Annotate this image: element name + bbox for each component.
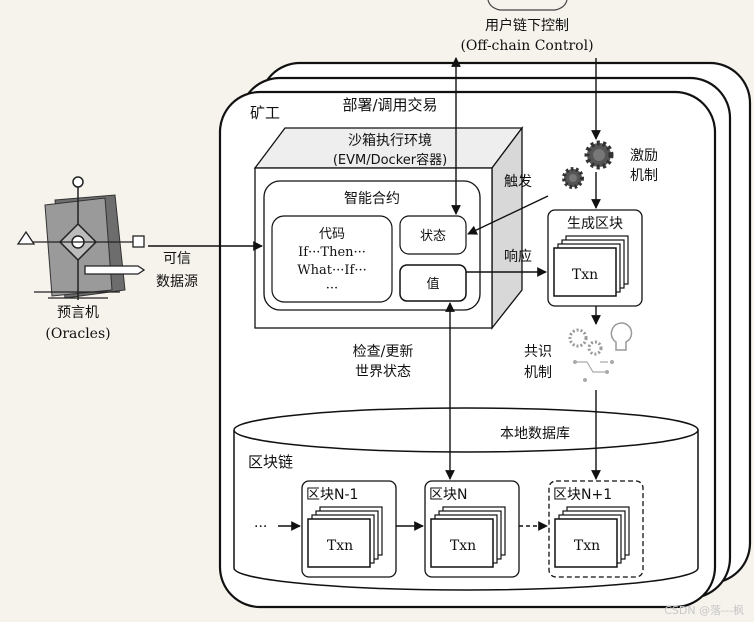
oracle-icon bbox=[16, 176, 146, 300]
block-n-minus-1-txn: Txn bbox=[327, 538, 353, 554]
block-n-plus-1-txn-stack bbox=[554, 506, 630, 568]
consensus-line-2: 机制 bbox=[524, 365, 552, 381]
watermark: CSDN @落---枫 bbox=[664, 603, 744, 617]
block-n-title: 区块N bbox=[429, 487, 467, 503]
smart-contract-title: 智能合约 bbox=[344, 191, 400, 207]
incentive-line-1: 激励 bbox=[630, 147, 658, 164]
blockchain-ellipsis: ··· bbox=[254, 519, 267, 535]
check-update-line-2: 世界状态 bbox=[355, 364, 411, 380]
code-line-3: ··· bbox=[326, 281, 338, 296]
block-n-minus-1-txn-stack bbox=[307, 506, 383, 568]
user-control-title: 用户链下控制 bbox=[485, 17, 569, 34]
user-icon bbox=[487, 0, 568, 11]
oracle-subtitle: (Oracles) bbox=[45, 326, 110, 342]
arrows bbox=[148, 57, 601, 531]
consensus-icon bbox=[568, 322, 633, 382]
state-box bbox=[399, 215, 467, 255]
block-n-txn: Txn bbox=[450, 538, 476, 554]
incentive-line-2: 机制 bbox=[630, 168, 658, 184]
blockchain-label: 区块链 bbox=[248, 453, 293, 471]
generate-block-txn-stack bbox=[553, 235, 629, 297]
trusted-source-line-1: 可信 bbox=[163, 251, 191, 267]
oracle-title: 预言机 bbox=[57, 305, 99, 321]
arrow-trigger bbox=[467, 195, 549, 235]
trigger-label: 触发 bbox=[504, 174, 532, 190]
respond-label: 响应 bbox=[504, 248, 532, 265]
value-box bbox=[399, 264, 467, 302]
incentive-gear-icon bbox=[562, 140, 614, 189]
block-n-plus-1-title: 区块N+1 bbox=[553, 487, 612, 503]
block-n-txn-stack bbox=[430, 506, 506, 568]
consensus-line-1: 共识 bbox=[524, 344, 552, 360]
block-n-minus-1-title: 区块N-1 bbox=[306, 487, 358, 503]
local-db-label: 本地数据库 bbox=[500, 426, 570, 442]
sandbox-subtitle: (EVM/Docker容器) bbox=[333, 152, 447, 168]
generate-block-txn: Txn bbox=[572, 267, 598, 283]
miner-label: 矿工 bbox=[250, 104, 280, 122]
code-title: 代码 bbox=[319, 227, 345, 242]
code-line-1: If···Then··· bbox=[298, 245, 366, 260]
value-label: 值 bbox=[426, 276, 439, 292]
code-box bbox=[271, 215, 393, 303]
deploy-call-label: 部署/调用交易 bbox=[342, 96, 437, 114]
state-label: 状态 bbox=[420, 229, 446, 244]
user-control-subtitle: (Off-chain Control) bbox=[460, 38, 593, 54]
code-line-2: What···If··· bbox=[297, 263, 366, 278]
generate-block-title: 生成区块 bbox=[567, 216, 623, 232]
check-update-line-1: 检查/更新 bbox=[353, 344, 414, 360]
sandbox-title: 沙箱执行环境 bbox=[348, 133, 432, 149]
trusted-source-line-2: 数据源 bbox=[156, 274, 198, 290]
block-n-plus-1-txn: Txn bbox=[574, 538, 600, 554]
